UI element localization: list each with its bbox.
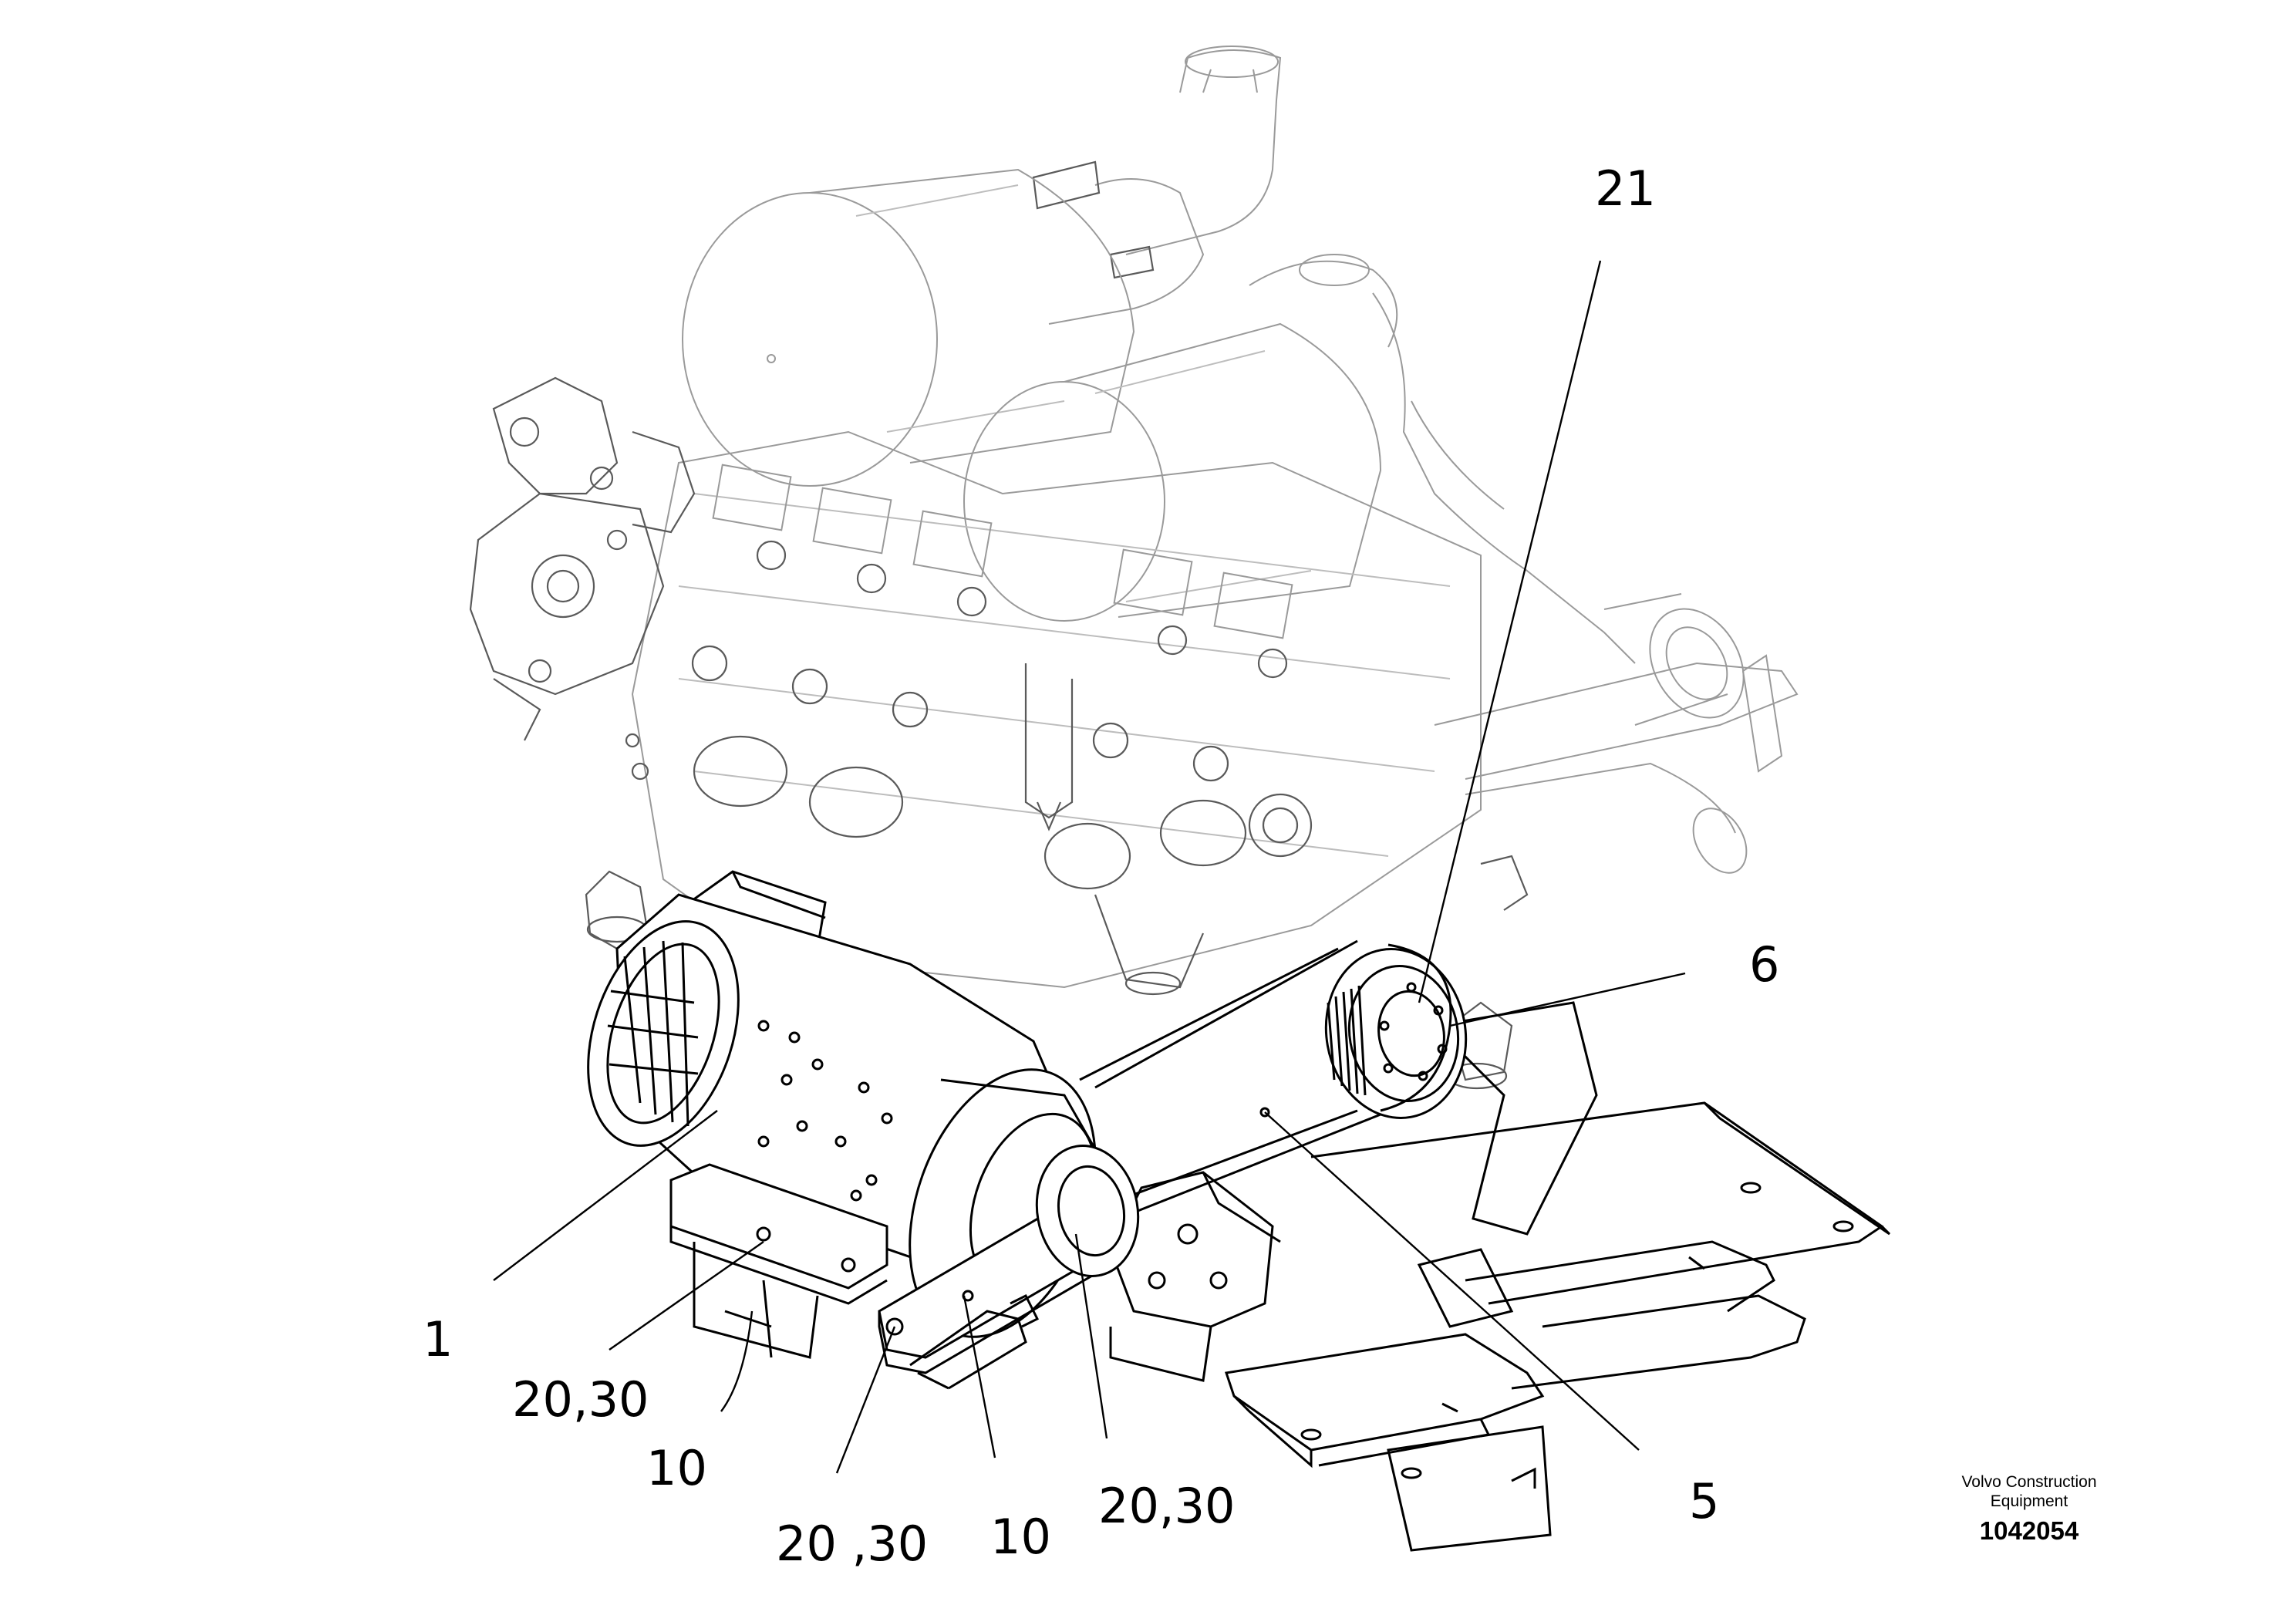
leader-20-30-c [1074, 1233, 1108, 1439]
callout-10-b: 10 [990, 1509, 1051, 1565]
branding-block: Volvo Construction Equipment 1042054 [1961, 1473, 2096, 1545]
engine-accessories [693, 735, 1313, 996]
leader-10-a [720, 1310, 754, 1412]
cooling-fins [607, 940, 699, 1127]
callout-20-30-a: 20,30 [512, 1371, 649, 1428]
callout-10-a: 10 [646, 1440, 707, 1496]
callout-5: 5 [1689, 1473, 1719, 1529]
callout-20-30-b: 20 ,30 [776, 1516, 928, 1572]
engine-valve-cover-details [691, 464, 1293, 831]
leader-10-b [963, 1295, 996, 1458]
leader-20-30-b [835, 1326, 896, 1474]
leader-20-30-a [609, 1241, 764, 1351]
pulley-grooves [1327, 985, 1367, 1096]
company-name-line1: Volvo Construction [1961, 1473, 2096, 1491]
leader-6 [1449, 972, 1686, 1027]
base-frame [1225, 1001, 1891, 1552]
leader-lines [493, 260, 1686, 1474]
document-number: 1042054 [1980, 1516, 2079, 1545]
callout-6: 6 [1749, 936, 1779, 993]
leader-1 [493, 1110, 718, 1281]
leader-5 [1264, 1111, 1640, 1451]
generator-bolt-holes [757, 1020, 893, 1202]
company-name-line2: Equipment [1991, 1492, 2068, 1510]
fuel-pump-cluster [469, 376, 696, 781]
callout-labels: 21 6 5 1 20,30 10 20 ,30 10 20,30 [423, 160, 1779, 1572]
engine-assembly [469, 46, 1799, 1090]
callout-1: 1 [423, 1311, 453, 1367]
callout-21: 21 [1595, 160, 1656, 217]
leader-21 [1418, 260, 1602, 1003]
callout-20-30-c: 20,30 [1098, 1478, 1236, 1534]
drive-belt-pulleys [1035, 939, 1468, 1277]
